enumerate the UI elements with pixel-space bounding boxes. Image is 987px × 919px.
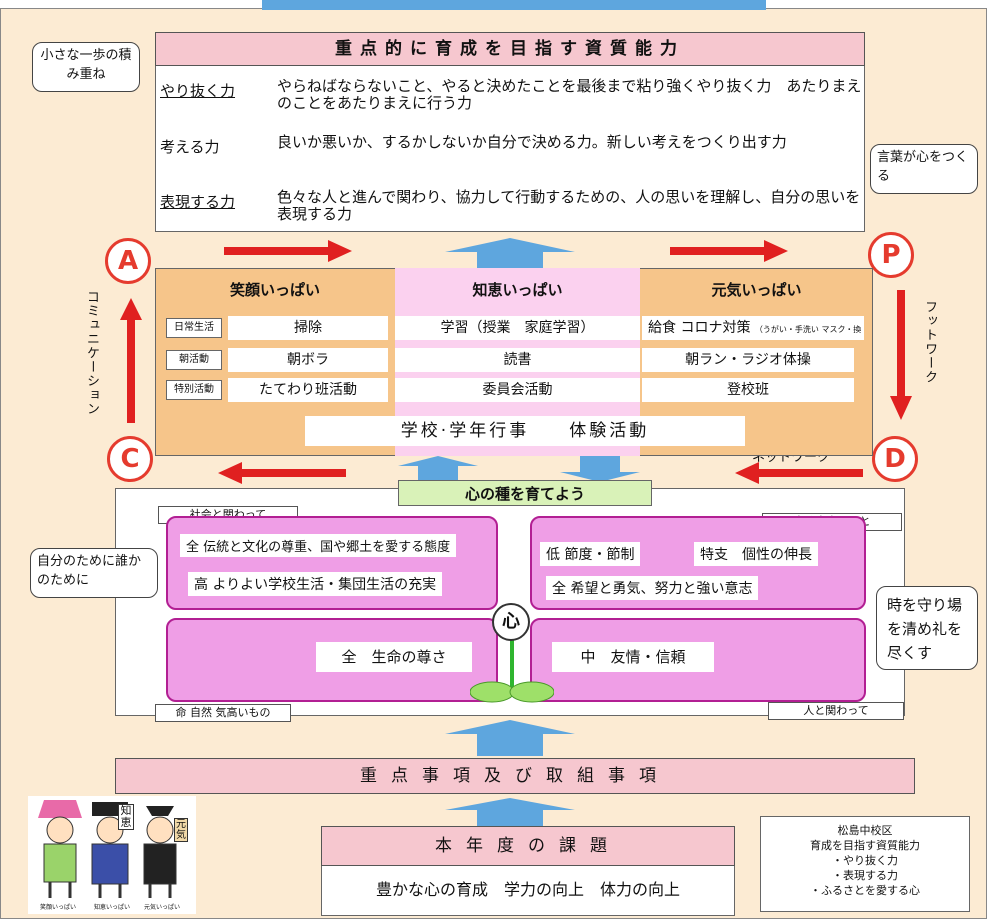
issues-text: 豊かな心の育成 学力の向上 体力の向上 — [375, 880, 680, 899]
cell-lunch-text: 給食 コロナ対策 — [648, 320, 751, 336]
issues-title: 本年度の課題 — [321, 826, 735, 866]
abilities-title: 重点的に育成を目指す資質能力 — [155, 32, 865, 66]
row-label-special: 特別活動 — [166, 380, 222, 400]
heart-banner: 心の種を育てよう — [398, 480, 652, 506]
leaf-icon — [470, 681, 554, 703]
mascot-smile-icon — [38, 800, 82, 898]
tag-life: 命 自然 気高いもの — [155, 704, 291, 722]
cell-committee: 委員会活動 — [395, 378, 640, 402]
district-line-4: ・表現する力 — [832, 869, 898, 882]
heart-stem — [510, 630, 514, 690]
column-smile: 笑顔いっぱい — [229, 281, 320, 299]
mascot-caption-1: 笑顔いっぱい — [39, 904, 76, 911]
mascot-energy-icon — [143, 806, 177, 898]
callout-small-step: 小さな一歩の積み重ね — [32, 42, 140, 92]
mascot-wisdom-label: 知恵 — [118, 804, 134, 830]
callout-time-place: 時を守り場を清め礼を尽くす — [876, 586, 978, 670]
cell-study: 学習（授業 家庭学習） — [395, 316, 640, 340]
arrow-up-blue-3 — [445, 720, 575, 756]
ability-label-1: やり抜く力 — [160, 82, 236, 100]
arrow-up-blue-1 — [445, 238, 575, 268]
cycle-c-icon: C — [107, 436, 153, 482]
events-row: 学校·学年行事 体験活動 — [305, 416, 745, 446]
tag-people: 人と関わって — [768, 702, 904, 720]
callout-for-self: 自分のために誰かのために — [30, 548, 158, 598]
cycle-a-icon: A — [105, 238, 151, 284]
label-communication: コミュニケーション — [84, 290, 99, 416]
cell-morning-volunteer: 朝ボラ — [228, 348, 388, 372]
cycle-d-icon: D — [872, 436, 918, 482]
column-energy: 元気いっぱい — [711, 281, 802, 299]
cell-morning-run: 朝ラン・ラジオ体操 — [642, 348, 854, 372]
self-item-3: 全 希望と勇気、努力と強い意志 — [546, 576, 759, 600]
cell-group-activity: たてわり班活動 — [228, 378, 388, 402]
society-item-2: 高 よりよい学校生活・集団生活の充実 — [188, 572, 443, 596]
row-label-daily: 日常生活 — [166, 318, 222, 338]
district-line-5: ・ふるさとを愛する心 — [810, 884, 920, 897]
self-item-2: 特支 個性の伸長 — [694, 542, 818, 566]
cell-cleaning: 掃除 — [228, 316, 388, 340]
callout-words: 言葉が心をつくる — [870, 144, 978, 194]
self-item-1: 低 節度・節制 — [540, 542, 641, 566]
arrow-down-blue — [560, 456, 640, 482]
ability-text-2: 良いか悪いか、するかしないか自分で決める力。新しい考えをつくり出す力 — [277, 133, 787, 151]
arrow-up-left — [120, 298, 142, 423]
arrow-down-right — [890, 290, 912, 420]
mascot-caption-2: 知恵いっぱい — [93, 904, 130, 911]
top-blue-bar — [262, 0, 766, 10]
heart-center-icon: 心 — [492, 603, 530, 641]
people-item: 中 友情・信頼 — [552, 642, 714, 672]
cell-lunch: 給食 コロナ対策 （うがい・手洗い マスク・換気） — [642, 316, 864, 360]
district-box: 松島中校区 育成を目指す資質能力 ・やり抜く力 ・表現する力 ・ふるさとを愛する… — [760, 816, 970, 912]
mascot-caption-3: 元気いっぱい — [143, 904, 180, 911]
arrow-left-bottom-right — [735, 462, 863, 484]
district-line-2: 育成を目指す資質能力 — [810, 839, 920, 852]
column-wisdom: 知恵いっぱい — [472, 281, 563, 299]
cell-reading: 読書 — [395, 348, 640, 372]
arrow-right-top-right — [670, 240, 788, 262]
ability-text-1: やらねばならないこと、やると決めたことを最後まで粘り強くやり抜く力 あたりまえの… — [277, 77, 862, 112]
district-line-3: ・やり抜く力 — [832, 854, 898, 867]
mascot-energy-label: 元気 — [174, 818, 188, 842]
arrow-right-top-left — [224, 240, 352, 262]
ability-label-2: 考える力 — [160, 138, 220, 156]
cell-commute-group: 登校班 — [642, 378, 854, 402]
arrow-left-bottom-left — [218, 462, 346, 484]
society-item-1: 全 伝統と文化の尊重、国や郷土を愛する態度 — [180, 534, 457, 557]
district-line-1: 松島中校区 — [837, 824, 893, 837]
row-label-morning: 朝活動 — [166, 350, 222, 370]
priority-banner: 重点事項及び取組事項 — [115, 758, 915, 794]
life-item: 全 生命の尊さ — [316, 642, 472, 672]
ability-text-3: 色々な人と進んで関わり、協力して行動するための、人の思いを理解し、自分の思いを表… — [277, 188, 861, 223]
arrow-up-blue-2 — [398, 456, 478, 482]
ability-label-3: 表現する力 — [160, 193, 236, 211]
cycle-p-icon: P — [868, 232, 914, 278]
arrow-up-blue-4 — [445, 798, 575, 828]
label-footwork: フットワーク — [922, 300, 937, 384]
